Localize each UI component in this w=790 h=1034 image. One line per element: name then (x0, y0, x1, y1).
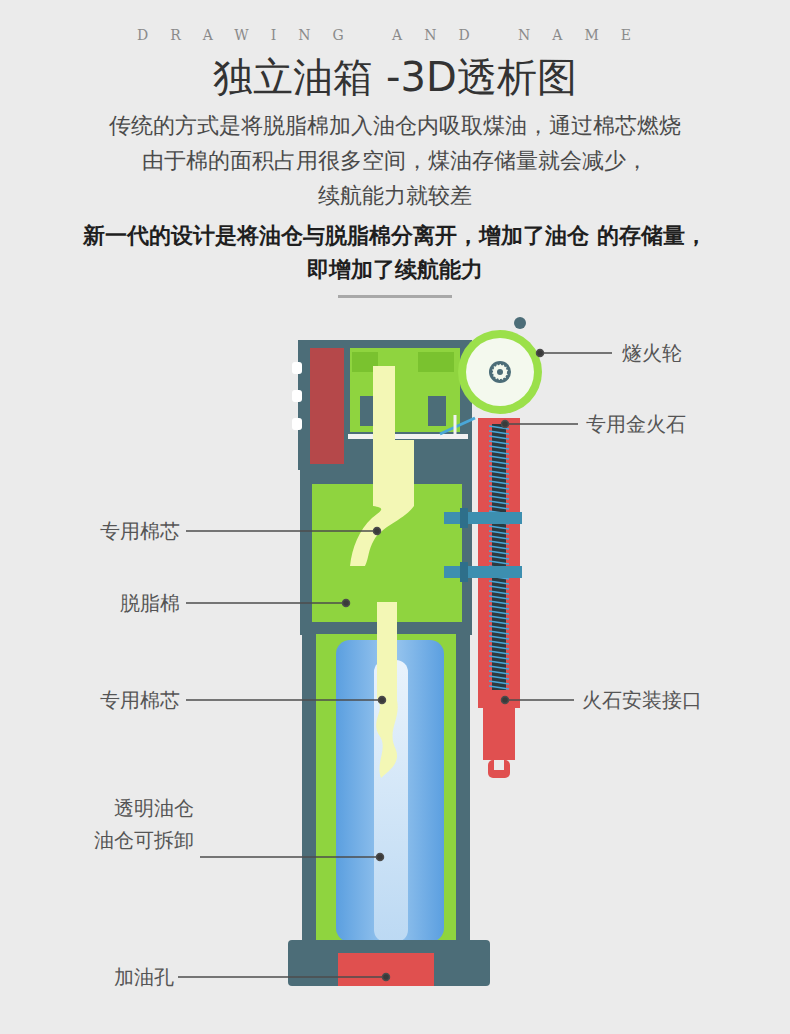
part-label: 加油孔 (114, 965, 174, 989)
flint-tube (478, 418, 520, 708)
bottom-cap (288, 940, 490, 986)
highlight-text: 新一代的设计是将油仓与脱脂棉分离开，增加了油仓 的存储量，即增加了续航能力 (75, 219, 715, 287)
wind-guard (310, 348, 344, 464)
part-label: 燧火轮 (622, 341, 682, 365)
part-label: 专用金火石 (586, 412, 686, 436)
wick-upper (350, 366, 414, 566)
leader-lines (178, 350, 612, 981)
label-wrap: 专用棉芯 (100, 688, 180, 712)
part-label: 火石安装接口 (582, 688, 702, 712)
label-wrap: 燧火轮 (622, 341, 682, 365)
page-title: 独立油箱 -3D透析图 (0, 52, 790, 102)
divider-line (338, 295, 452, 298)
label-wrap: 脱脂棉 (120, 591, 180, 615)
label-wrap: 专用金火石 (586, 412, 686, 436)
part-label: 专用棉芯 (100, 519, 180, 543)
screw (444, 566, 522, 578)
intro-text: 传统的方式是将脱脂棉加入油仓内吸取煤油，通过棉芯燃烧 由于棉的面积占用很多空间，… (75, 108, 715, 213)
chimney (350, 348, 460, 432)
label-wrap: 加油孔 (114, 965, 174, 989)
label-wrap: 火石安装接口 (582, 688, 702, 712)
title-wrap: 独立油箱 -3D透析图 (0, 52, 790, 102)
screw (444, 512, 522, 524)
flint-wheel (458, 330, 542, 414)
part-label: 透明油仓 油仓可拆卸 (84, 792, 194, 856)
fill-hole (338, 953, 434, 986)
section-subtitle: DRAWING AND NAME (137, 26, 653, 44)
label-wrap: 专用棉芯 (100, 519, 180, 543)
part-label: 脱脂棉 (120, 591, 180, 615)
part-label: 专用棉芯 (100, 688, 180, 712)
label-wrap: 传统的方式是将脱脂棉加入油仓内吸取煤油，通过棉芯燃烧 由于棉的面积占用很多空间，… (75, 108, 715, 213)
wick-lower (376, 602, 398, 778)
label-wrap: DRAWING AND NAME (137, 26, 653, 44)
label-wrap: 透明油仓 油仓可拆卸 (84, 792, 194, 856)
flint-spring (489, 426, 509, 689)
label-wrap: 新一代的设计是将油仓与脱脂棉分离开，增加了油仓 的存储量，即增加了续航能力 (75, 219, 715, 287)
